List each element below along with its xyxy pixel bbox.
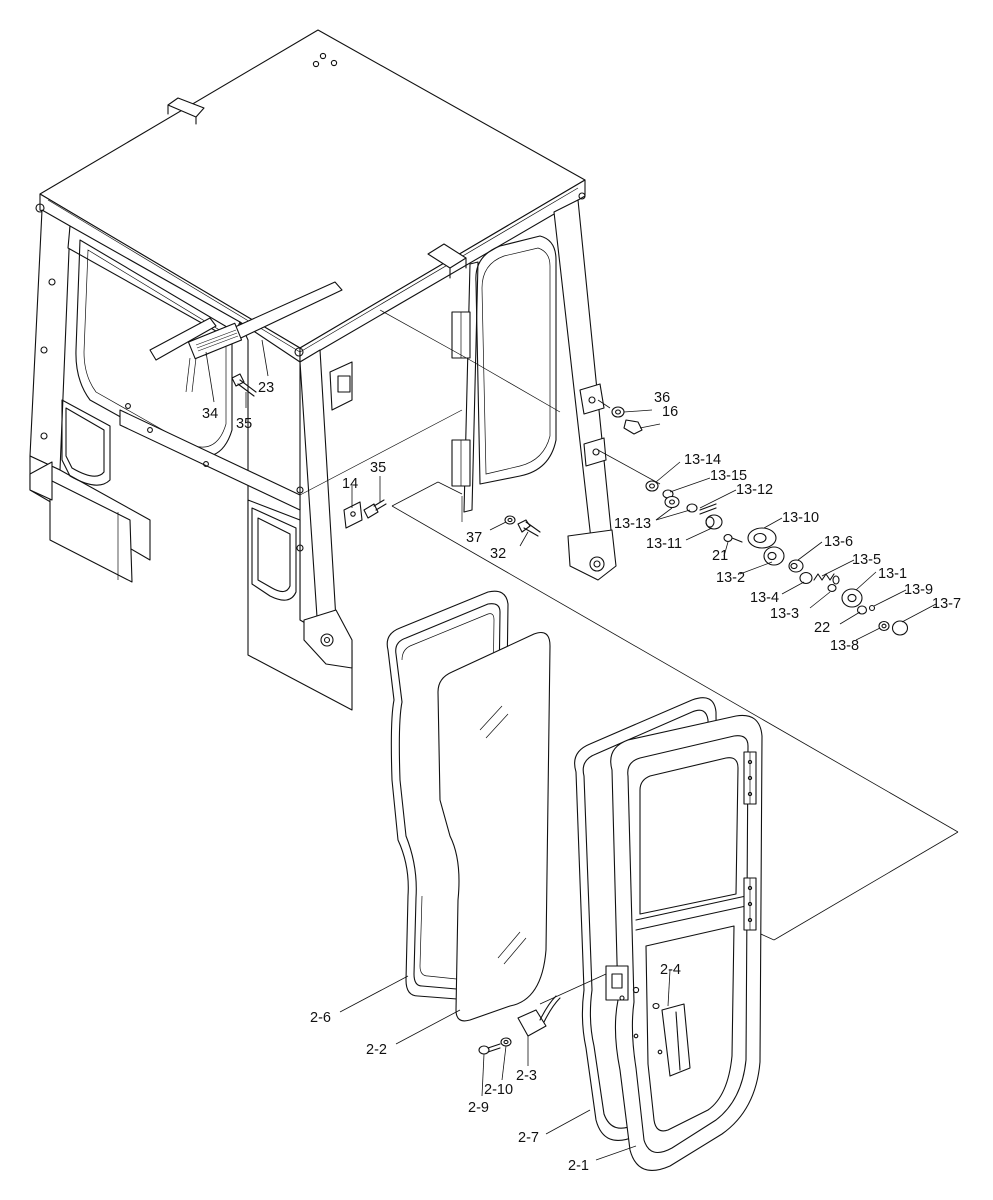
callout-13-2: 13-2	[716, 570, 745, 586]
callout-2-1: 2-1	[568, 1158, 589, 1174]
callout-13-9: 13-9	[904, 582, 933, 598]
plate-13-10	[747, 527, 777, 549]
washer-37	[504, 515, 516, 525]
door-latch	[605, 965, 640, 1001]
callout-13-6: 13-6	[824, 534, 853, 550]
callout-32: 32	[490, 546, 506, 562]
callout-13-5: 13-5	[852, 552, 881, 568]
callout-14: 14	[342, 476, 358, 492]
catch-13-1	[841, 588, 863, 608]
cap-13-7	[891, 620, 909, 636]
callout-2-7: 2-7	[518, 1130, 539, 1146]
callout-13-13: 13-13	[614, 516, 651, 532]
nut-13-14	[645, 480, 659, 492]
callout-2-3: 2-3	[516, 1068, 537, 1084]
callout-2-6: 2-6	[310, 1010, 331, 1026]
bushing-13-6	[788, 559, 804, 573]
callout-13-4: 13-4	[750, 590, 779, 606]
bumper-13-11	[705, 514, 723, 530]
nut-13-8	[878, 620, 890, 632]
callout-2-10: 2-10	[484, 1082, 513, 1098]
door-handle-2-4	[633, 1002, 691, 1077]
leader-lines	[205, 339, 937, 1161]
callout-37: 37	[466, 530, 482, 546]
callout-22: 22	[814, 620, 830, 636]
callout-2-4: 2-4	[660, 962, 681, 978]
nut-36	[611, 406, 625, 418]
callout-13-10: 13-10	[782, 510, 819, 526]
callout-13-14: 13-14	[684, 452, 721, 468]
bolt-32	[517, 519, 541, 537]
callout-13-7: 13-7	[932, 596, 961, 612]
callout-13-11: 13-11	[646, 536, 682, 552]
callout-36: 36	[654, 390, 670, 406]
callout-23: 23	[258, 380, 274, 396]
washer-2-10	[500, 1037, 512, 1047]
window-glass-2-2	[437, 631, 551, 1022]
cab-frame	[29, 29, 617, 711]
callout-34: 34	[202, 406, 218, 422]
callout-13-15: 13-15	[710, 468, 747, 484]
projection-lines	[391, 399, 959, 941]
callout-2-9: 2-9	[468, 1100, 489, 1116]
callout-21: 21	[712, 548, 728, 564]
door-frame-2-1	[610, 714, 763, 1171]
bolt-35-lower	[363, 499, 387, 519]
ball-13-9	[868, 604, 876, 612]
cab-right-side	[299, 199, 617, 581]
callout-35-lower: 35	[370, 460, 386, 476]
pin-13-3	[827, 583, 837, 593]
cab-front-pillars	[299, 349, 353, 669]
striker-2-3	[517, 995, 561, 1037]
bushing-13-4	[799, 571, 813, 585]
cab-left-side	[29, 209, 353, 711]
retainer-13-2	[763, 546, 785, 566]
callout-13-1: 13-1	[878, 566, 907, 582]
callout-labels: 23 34 35 36 16 14 35 37 32 13-14 13-15 1…	[202, 380, 961, 1174]
bolt-13-12	[699, 503, 717, 515]
callout-35-upper: 35	[236, 416, 252, 432]
callout-13-12: 13-12	[736, 482, 773, 498]
screw-2-9	[478, 1043, 501, 1055]
stopper-16	[623, 419, 643, 435]
frame-hardware	[231, 373, 643, 537]
screw-21	[723, 533, 743, 543]
cab-roof	[35, 29, 586, 363]
bolt-35-upper	[231, 373, 257, 397]
callout-13-3: 13-3	[770, 606, 799, 622]
spring-13-5	[813, 573, 840, 585]
callout-2-2: 2-2	[366, 1042, 387, 1058]
cab-rail	[185, 281, 343, 393]
door-catch-assembly	[645, 480, 909, 636]
callout-13-8: 13-8	[830, 638, 859, 654]
callout-16: 16	[662, 404, 678, 420]
bracket-14	[343, 501, 363, 529]
